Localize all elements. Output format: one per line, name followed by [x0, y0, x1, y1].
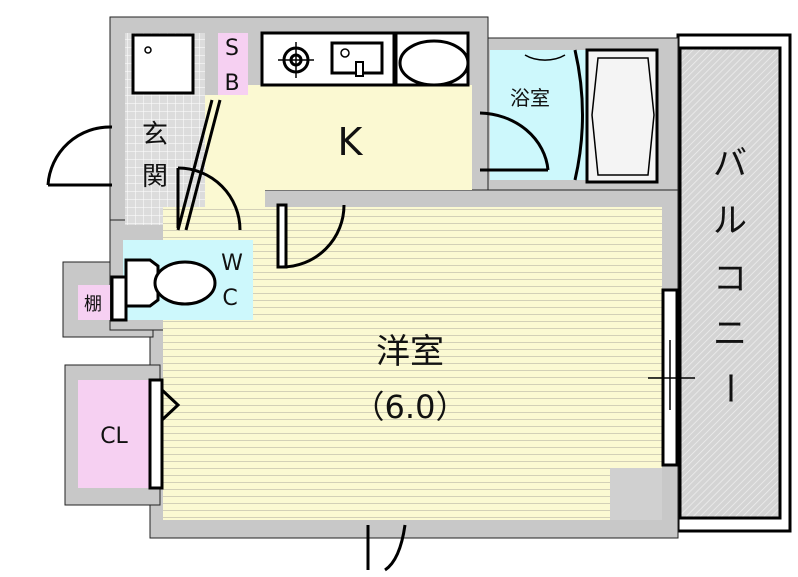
svg-text:コ: コ	[713, 259, 747, 299]
wc-label-c: C	[222, 286, 237, 311]
bottom-door[interactable]	[366, 524, 407, 572]
shelf-label: 棚	[84, 294, 102, 315]
bathroom-floor	[490, 50, 586, 180]
entrance-door[interactable]	[46, 125, 113, 187]
svg-text:バ: バ	[713, 144, 747, 184]
svg-text:ー: ー	[709, 371, 749, 405]
balcony-label: バ ル コ ニ ー	[709, 144, 749, 405]
shoe-box-icon	[131, 33, 195, 95]
toilet-icon	[110, 258, 217, 322]
genkan-label-2: 関	[142, 162, 168, 192]
pillar	[610, 468, 662, 520]
balcony-window[interactable]	[648, 288, 695, 467]
genkan-label-1: 玄	[142, 120, 168, 150]
western-room-door[interactable]	[276, 203, 346, 269]
wc-door[interactable]	[176, 166, 242, 231]
sb-label-s: S	[225, 36, 239, 61]
bathroom-door[interactable]	[479, 111, 550, 172]
closet-storage	[78, 380, 150, 488]
western-room-size: （6.0）	[353, 388, 468, 426]
svg-text:ニ: ニ	[713, 314, 747, 354]
shoe-box-storage	[218, 33, 248, 95]
closet-label: CL	[100, 424, 128, 449]
sliding-partition	[176, 99, 222, 231]
kitchen-floor	[205, 85, 472, 225]
sb-label-b: B	[224, 71, 239, 96]
kitchen-label: K	[338, 120, 364, 164]
balcony	[676, 33, 792, 533]
wc-label-w: W	[221, 251, 243, 276]
closet-door[interactable]	[148, 378, 164, 490]
western-room-label: 洋室	[376, 332, 444, 372]
kitchen-counter	[260, 31, 470, 87]
bathtub-icon	[585, 48, 659, 184]
bathroom-label: 浴室	[510, 86, 550, 110]
svg-text:ル: ル	[713, 201, 747, 241]
shelf-storage	[78, 285, 110, 320]
